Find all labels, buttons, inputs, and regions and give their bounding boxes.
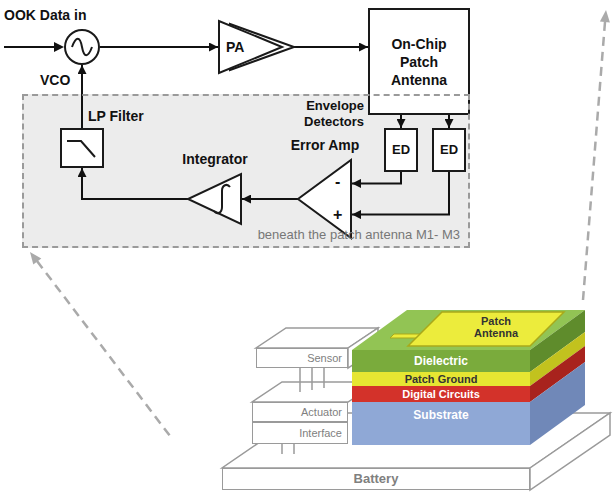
zoom-arrowhead <box>600 10 610 22</box>
amplifier-outline <box>188 174 241 224</box>
oscillator-circle-shape <box>64 29 100 65</box>
input-signal-label: OOK Data in <box>4 6 86 24</box>
detector-box: ED <box>384 128 418 172</box>
zoom-line <box>583 22 605 300</box>
wire <box>293 444 295 454</box>
error-amp-triangle: Error Amp-+ <box>298 160 352 238</box>
integral-symbol <box>214 185 230 213</box>
block-label: Integrator <box>182 150 247 168</box>
block-label: PA <box>226 38 244 56</box>
signal-arrow <box>294 46 368 48</box>
amplifier-triangle: PA <box>218 21 294 73</box>
sensor-block: Sensor <box>256 348 348 368</box>
input-sign: - <box>335 172 340 192</box>
actuator-block: Actuator <box>252 402 348 422</box>
substrate-layer: Substrate <box>352 402 530 445</box>
integrator-triangle-shape <box>188 174 242 224</box>
block-label: VCO <box>40 71 70 89</box>
signal-arrow <box>242 198 298 200</box>
block-label: beneath the patch antenna M1- M3 <box>258 226 460 243</box>
block-label: Substrate <box>413 408 468 422</box>
signal-arrow <box>81 65 83 128</box>
interface-block: Interface <box>252 422 348 444</box>
group-label: Envelope Detectors <box>292 98 364 130</box>
digital-circuits-layer: Digital Circuits <box>352 386 530 402</box>
input-wire <box>4 46 56 48</box>
patch-plate <box>408 312 564 346</box>
amplifier-outline <box>219 21 282 73</box>
wire <box>299 368 301 392</box>
region-band: LP FilterIntegrator Error Amp - + ED ED beneat… <box>22 94 470 248</box>
error-amp-triangle-shape <box>298 160 352 238</box>
wire <box>281 444 283 454</box>
filter-box-shape <box>62 130 106 170</box>
detector-box: ED <box>432 128 466 172</box>
signal-arrow <box>352 172 449 215</box>
block-label: ED <box>392 142 410 158</box>
block-label: Dielectric <box>414 354 468 368</box>
antenna-box: On-Chip Patch Antenna <box>368 8 470 115</box>
signal-arrow <box>100 46 218 48</box>
block-label: Sensor <box>307 352 342 365</box>
signal-arrow <box>352 172 401 183</box>
patch-antenna-plate: Patch Antenna <box>462 314 530 340</box>
oscillator-circle: VCO <box>64 29 100 65</box>
wire <box>311 368 313 390</box>
signal-arrow <box>448 115 450 128</box>
input-sign: + <box>333 205 342 225</box>
battery-block: Battery <box>222 468 530 490</box>
block-label: Patch Ground <box>405 373 478 385</box>
zoom-line <box>37 261 170 436</box>
block-label: On-Chip Patch Antenna <box>382 35 456 89</box>
block-label: Digital Circuits <box>402 388 480 401</box>
input-arrowhead <box>54 42 64 52</box>
block-label: Interface <box>299 427 342 440</box>
block-label: Battery <box>354 471 399 487</box>
substrate-side <box>530 362 585 445</box>
block-label: Patch Antenna <box>462 315 530 339</box>
block-label: Error Amp <box>291 136 360 154</box>
zoom-arrowhead <box>30 252 41 265</box>
oscillator-outline <box>65 30 99 64</box>
filter-box: LP Filter <box>60 128 104 168</box>
block-label: Actuator <box>301 406 342 419</box>
wire <box>323 368 325 388</box>
region-fill <box>22 94 470 248</box>
dielectric-layer: Dielectric <box>352 350 530 372</box>
signal-arrow <box>82 168 188 199</box>
patch-ground-layer: Patch Ground <box>352 372 530 386</box>
signal-arrow <box>400 115 402 128</box>
block-label: ED <box>440 142 458 158</box>
block-label: LP Filter <box>88 107 144 125</box>
integrator-triangle: Integrator <box>188 174 242 224</box>
lowpass-symbol <box>67 141 95 157</box>
amplifier-outline <box>298 160 351 238</box>
sine-symbol <box>72 39 92 56</box>
